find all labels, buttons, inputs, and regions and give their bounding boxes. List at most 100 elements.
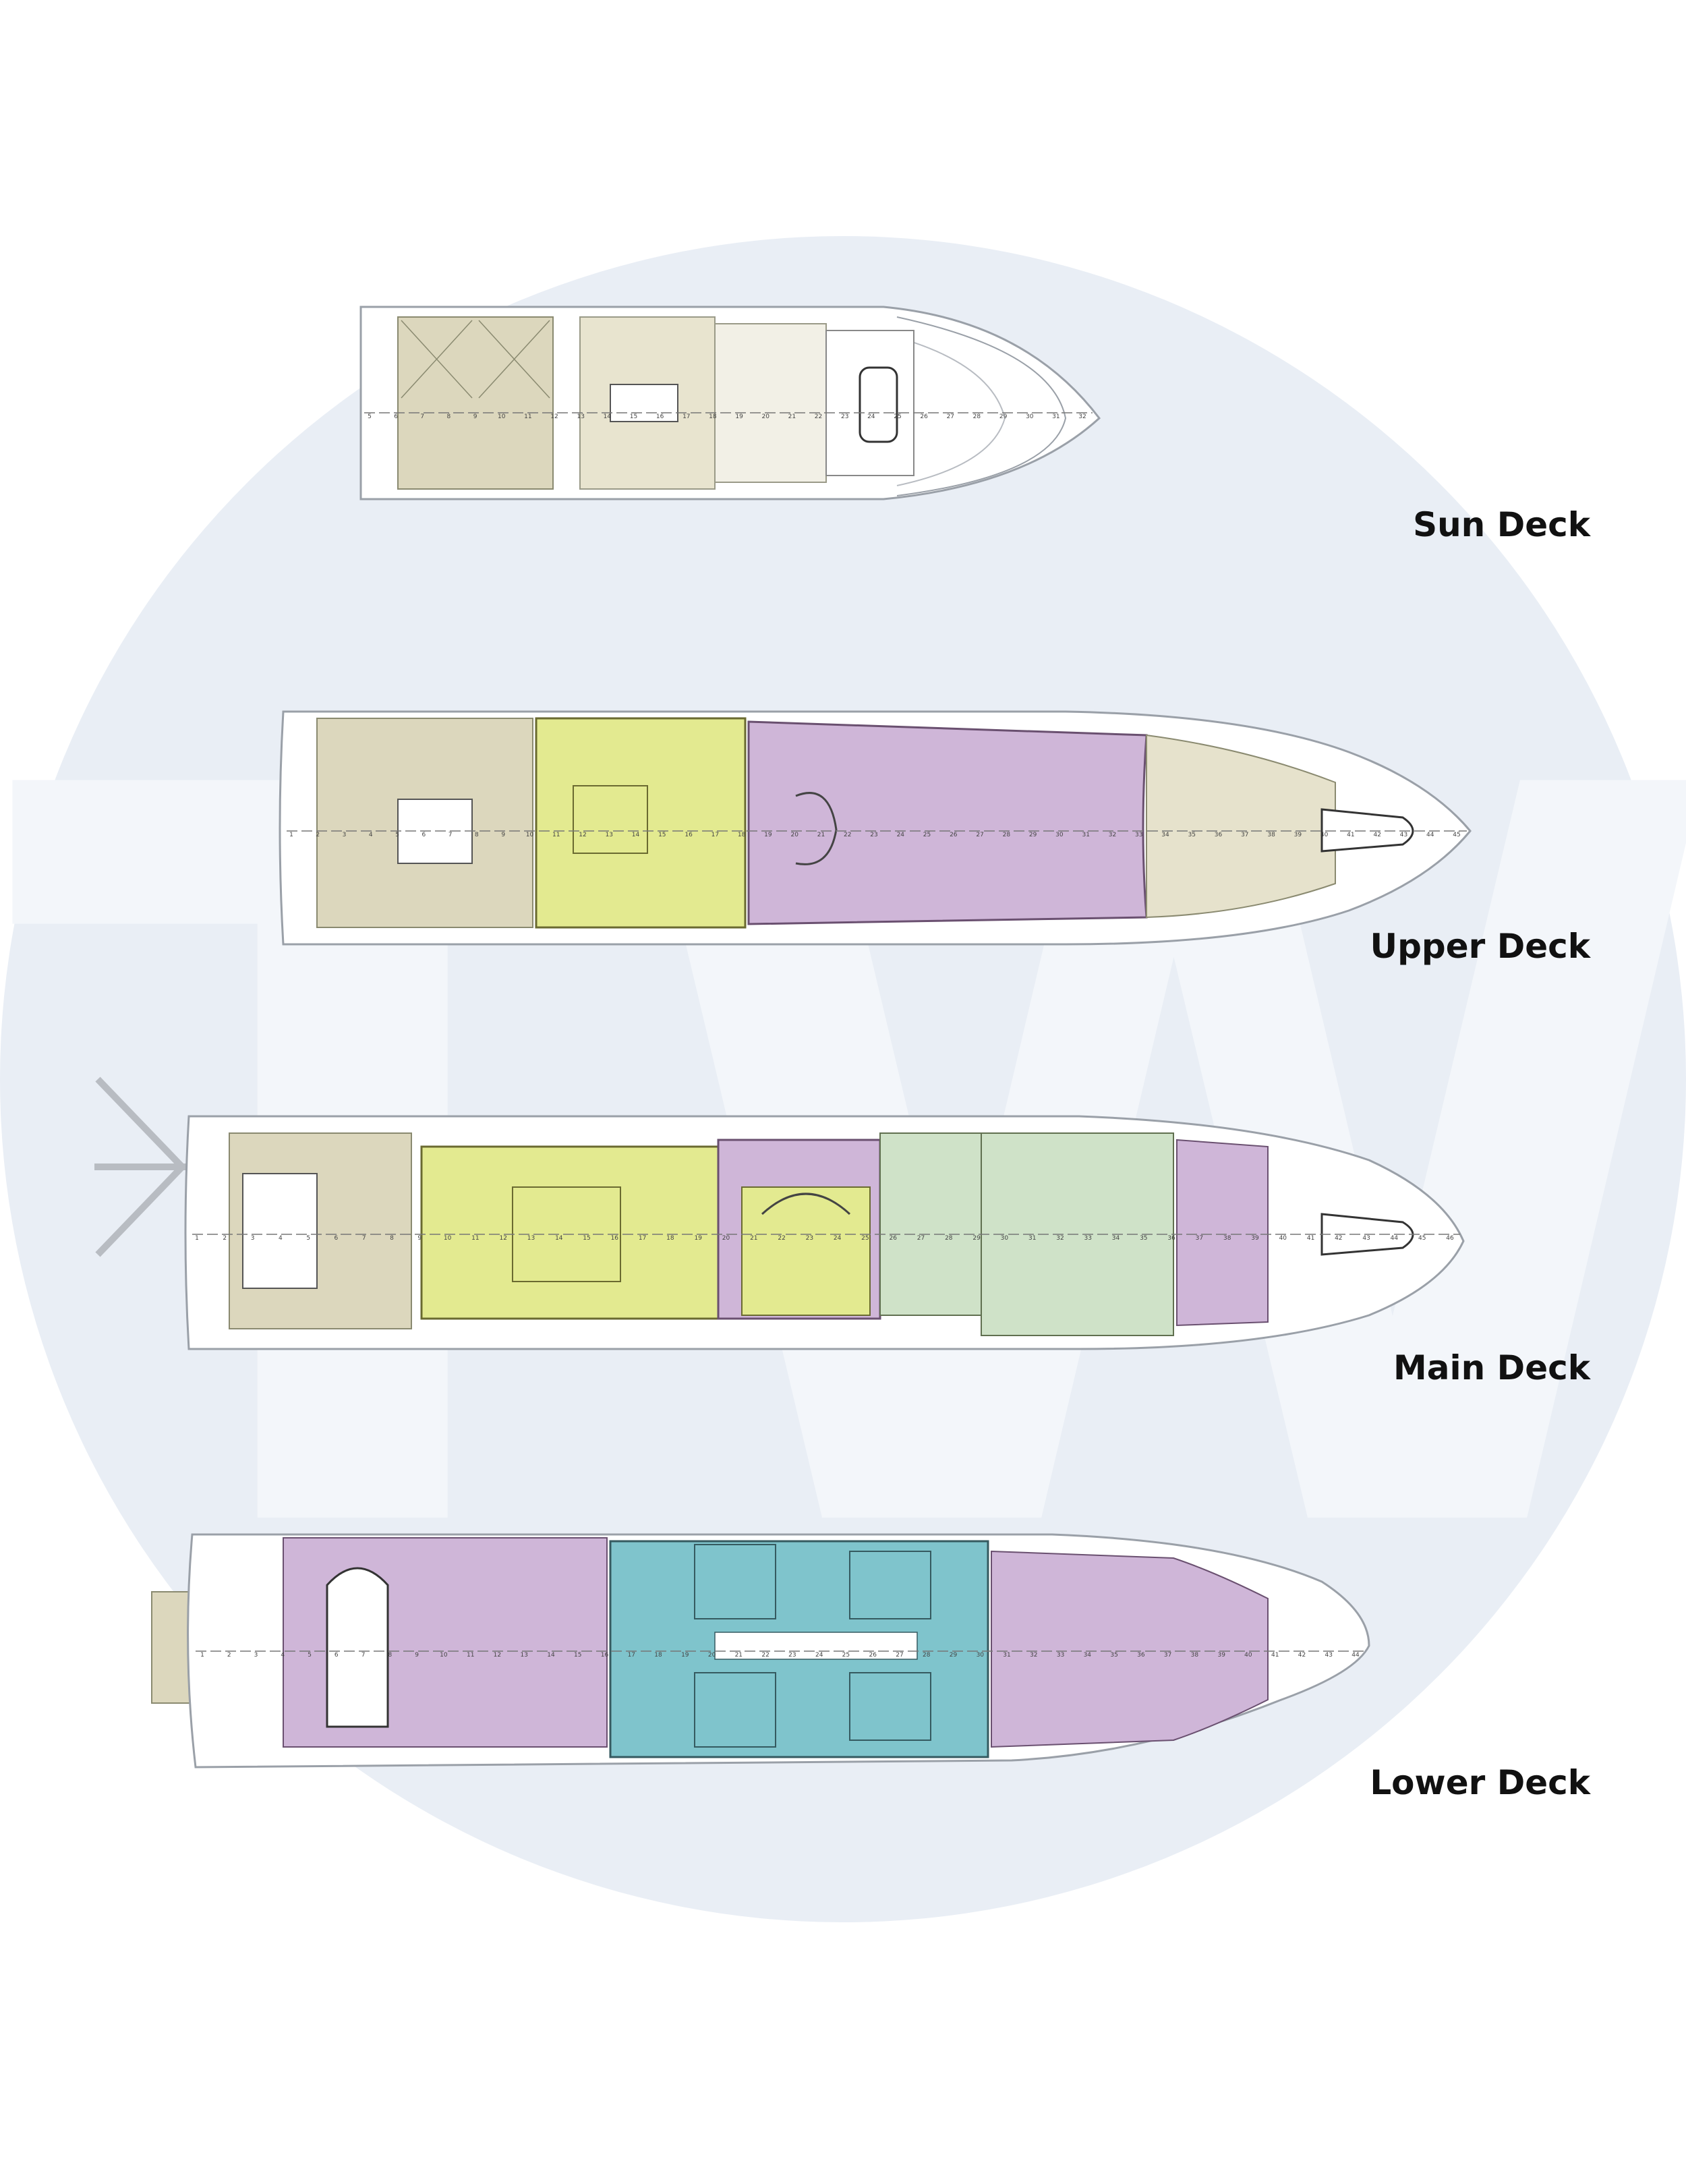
frame-number: 18 (738, 832, 746, 838)
frame-number: 7 (361, 1652, 366, 1659)
frame-number: 41 (1347, 832, 1354, 838)
frame-number: 22 (815, 413, 822, 420)
frame-number: 11 (524, 413, 531, 420)
frame-number: 11 (471, 1235, 479, 1242)
frame-number: 5 (308, 1652, 312, 1659)
frame-number: 29 (972, 1235, 981, 1242)
frame-number: 19 (764, 832, 772, 838)
lower-deck-label: Lower Deck (1370, 1763, 1591, 1802)
frame-number: 46 (1446, 1235, 1454, 1242)
frame-number: 13 (577, 413, 584, 420)
frame-number: 24 (834, 1235, 842, 1242)
frame-number: 12 (579, 832, 586, 838)
frame-number: 37 (1241, 832, 1248, 838)
frame-number: 26 (950, 832, 958, 838)
frame-number: 9 (501, 832, 505, 838)
frame-number: 18 (709, 413, 717, 420)
frame-number: 3 (254, 1652, 258, 1659)
main-deck-stair-hall (741, 1186, 871, 1316)
frame-number: 24 (815, 1652, 823, 1659)
frame-number: 34 (1112, 1235, 1120, 1242)
frame-number: 35 (1188, 832, 1196, 838)
frame-number: 14 (555, 1235, 563, 1242)
frame-number: 25 (894, 413, 901, 420)
frame-number: 37 (1164, 1652, 1171, 1659)
frame-number: 7 (420, 413, 424, 420)
frame-number: 35 (1110, 1652, 1117, 1659)
frame-number: 23 (806, 1235, 813, 1242)
main-deck-salon-zone (420, 1145, 720, 1320)
frame-number: 45 (1453, 832, 1460, 838)
frame-number: 30 (1001, 1235, 1009, 1242)
frame-number: 9 (415, 1652, 419, 1659)
frame-number: 15 (574, 1652, 581, 1659)
frame-number: 42 (1373, 832, 1380, 838)
frame-number: 16 (685, 832, 693, 838)
frame-number: 34 (1161, 832, 1169, 838)
frame-number: 11 (552, 832, 560, 838)
frame-number: 17 (682, 413, 690, 420)
frame-number: 36 (1137, 1652, 1145, 1659)
frame-number: 10 (444, 1235, 452, 1242)
frame-number: 14 (604, 413, 612, 420)
frame-number: 42 (1298, 1652, 1306, 1659)
frame-number: 10 (526, 832, 534, 838)
frame-number: 42 (1335, 1235, 1342, 1242)
frame-number: 21 (817, 832, 825, 838)
main-deck-label: Main Deck (1393, 1348, 1592, 1387)
lower-deck-guest-cabin-1 (694, 1544, 776, 1619)
frame-number: 18 (654, 1652, 662, 1659)
upper-deck-owner-zone (747, 720, 1148, 925)
frame-number: 32 (1030, 1652, 1037, 1659)
frame-number: 21 (735, 1652, 743, 1659)
frame-number: 30 (1055, 832, 1064, 838)
frame-number: 33 (1135, 832, 1142, 838)
frame-number: 23 (841, 413, 848, 420)
frame-number: 27 (917, 1235, 925, 1242)
frame-number: 43 (1362, 1235, 1370, 1242)
frame-number: 5 (368, 413, 372, 420)
frame-number: 2 (227, 1652, 231, 1659)
frame-number: 16 (656, 413, 664, 420)
frame-number: 17 (711, 832, 719, 838)
frame-number: 34 (1084, 1652, 1092, 1659)
frame-number: 41 (1307, 1235, 1314, 1242)
sun-deck-x2 (401, 320, 473, 399)
frame-number: 32 (1056, 1235, 1064, 1242)
frame-number: 14 (632, 832, 640, 838)
frame-number: 15 (583, 1235, 590, 1242)
frame-number: 8 (390, 1235, 394, 1242)
frame-number: 11 (467, 1652, 474, 1659)
frame-number: 38 (1223, 1235, 1231, 1242)
frame-number: 22 (844, 832, 851, 838)
frame-number: 35 (1140, 1235, 1147, 1242)
frame-number: 4 (279, 1235, 283, 1242)
lower-deck-guest-cabin-2 (694, 1672, 776, 1748)
sun-deck-arc-inner (896, 337, 1006, 486)
frame-number: 39 (1294, 832, 1302, 838)
main-deck-crane (94, 1076, 189, 1257)
frame-number: 25 (842, 1652, 850, 1659)
frame-number: 7 (362, 1235, 366, 1242)
frame-number: 19 (735, 413, 743, 420)
frame-number: 4 (281, 1652, 285, 1659)
frame-number: 41 (1271, 1652, 1279, 1659)
frame-number: 29 (999, 413, 1008, 420)
frame-number: 31 (1052, 413, 1059, 420)
frame-number: 40 (1320, 832, 1329, 838)
frame-number: 25 (923, 832, 931, 838)
lower-deck-corridor (714, 1632, 918, 1660)
frame-number: 26 (889, 1235, 897, 1242)
frame-number: 24 (867, 413, 875, 420)
frame-number: 8 (447, 413, 451, 420)
frame-number: 25 (861, 1235, 869, 1242)
frame-number: 9 (417, 1235, 422, 1242)
main-deck-fwd-zone (1176, 1139, 1269, 1327)
frame-number: 24 (897, 832, 905, 838)
upper-deck-tender (1320, 808, 1414, 853)
frame-number: 28 (1003, 832, 1011, 838)
frame-number: 37 (1196, 1235, 1203, 1242)
frame-number: 38 (1267, 832, 1275, 838)
